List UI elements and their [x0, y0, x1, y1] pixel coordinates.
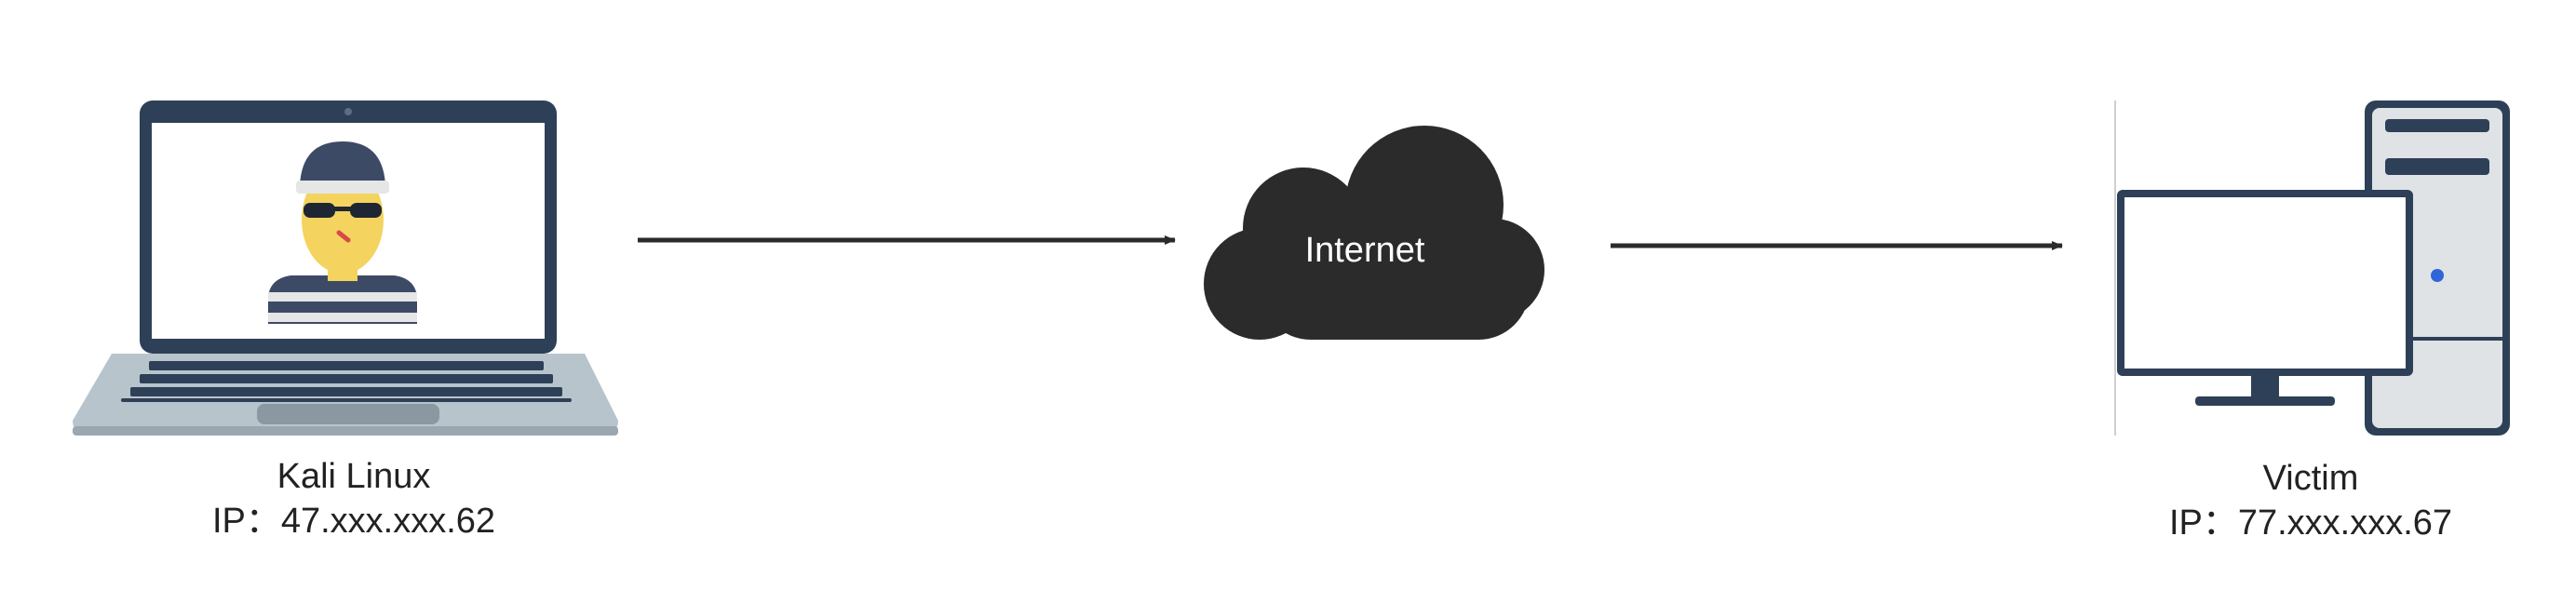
desktop-computer-icon [2114, 101, 2510, 436]
hacker-figure-icon [268, 141, 417, 324]
victim-ip: IP：77.xxx.xxx.67 [2168, 503, 2453, 543]
victim-node-label: Victim IP：77.xxx.xxx.67 [2124, 456, 2497, 545]
kali-linux-ip: IP：47.xxx.xxx.62 [211, 502, 496, 541]
cloud-icon [1204, 126, 1544, 340]
kali-linux-node-label: Kali Linux IP：47.xxx.xxx.62 [168, 454, 540, 543]
internet-label: Internet [1305, 231, 1425, 270]
keyboard-icon [121, 361, 572, 402]
power-led-icon [2431, 269, 2444, 282]
kali-linux-name: Kali Linux [276, 457, 431, 496]
hacker-laptop-icon [73, 101, 618, 436]
victim-name: Victim [2262, 459, 2359, 498]
